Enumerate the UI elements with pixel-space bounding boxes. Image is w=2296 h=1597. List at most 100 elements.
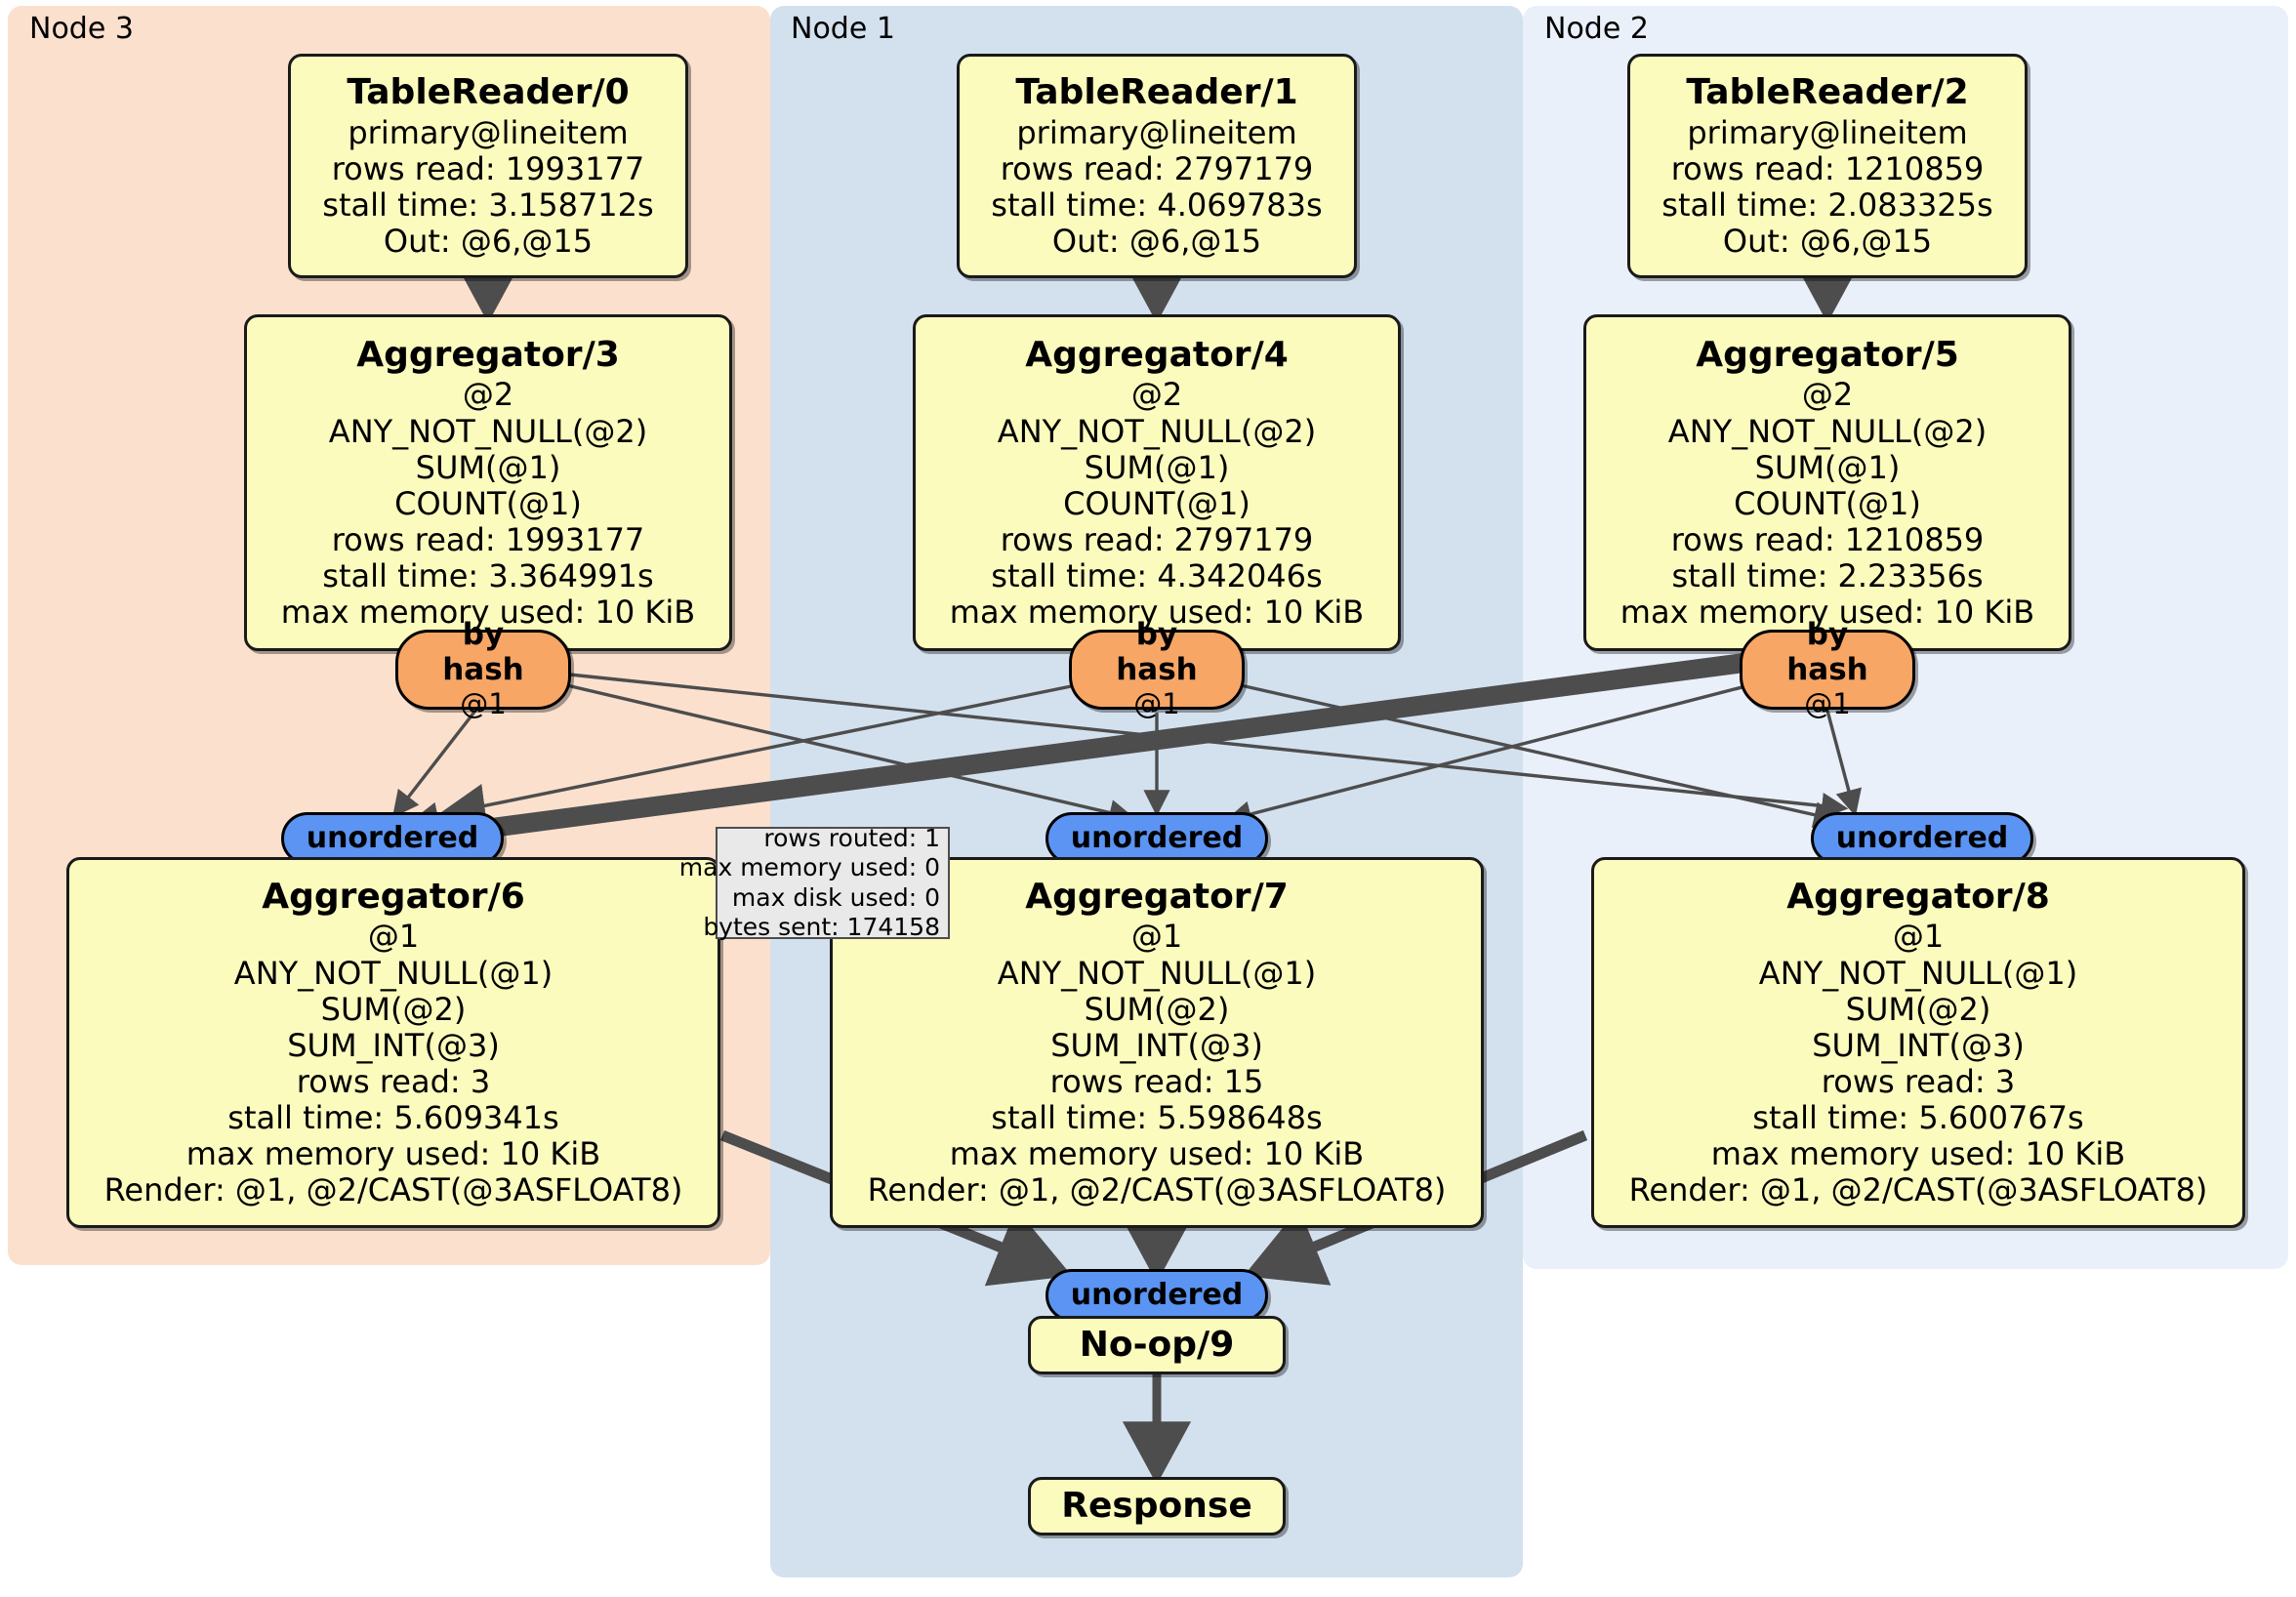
- sync-label: unordered: [1835, 820, 2009, 855]
- edge-hash4-sync8: [1231, 681, 1841, 829]
- node-line: @1: [1892, 918, 1945, 956]
- node-title: Aggregator/6: [262, 876, 525, 917]
- node-line: @2: [1130, 376, 1183, 414]
- node-line: max memory used: 10 KiB: [280, 594, 696, 632]
- cluster-node1-label: Node 1: [791, 12, 895, 46]
- router-title: by hash: [1116, 617, 1198, 688]
- node-noop-9[interactable]: No-op/9: [1028, 1316, 1286, 1374]
- node-line: primary@lineitem: [1687, 113, 1968, 151]
- node-aggregator-8[interactable]: Aggregator/8 @1 ANY_NOT_NULL(@1) SUM(@2)…: [1591, 857, 2245, 1228]
- node-aggregator-3[interactable]: Aggregator/3 @2 ANY_NOT_NULL(@2) SUM(@1)…: [244, 314, 732, 651]
- node-router-by-hash-4[interactable]: by hash @1: [1069, 617, 1245, 720]
- node-title: TableReader/2: [1686, 71, 1969, 112]
- node-line: Out: @6,@15: [1722, 222, 1933, 260]
- edge-hash5-sync7: [1224, 681, 1758, 828]
- router-sub: @1: [1133, 687, 1180, 721]
- noop-label: No-op/9: [1079, 1325, 1235, 1366]
- node-line: @2: [462, 376, 514, 414]
- node-line: stall time: 3.364991s: [322, 557, 654, 595]
- node-line: ANY_NOT_NULL(@1): [233, 954, 554, 992]
- node-line: stall time: 2.23356s: [1671, 557, 1984, 595]
- node-tablereader-1[interactable]: TableReader/1 primary@lineitem rows read…: [957, 54, 1357, 278]
- node-line: max memory used: 10 KiB: [949, 1135, 1365, 1173]
- response-label: Response: [1061, 1486, 1252, 1527]
- node-line: SUM_INT(@3): [287, 1026, 500, 1064]
- node-line: ANY_NOT_NULL(@2): [997, 412, 1317, 450]
- node-title: Aggregator/3: [356, 334, 620, 375]
- node-line: COUNT(@1): [1734, 484, 1921, 522]
- node-line: COUNT(@1): [394, 484, 582, 522]
- node-line: stall time: 4.342046s: [991, 557, 1323, 595]
- edge-hash5-sync8: [1825, 710, 1863, 817]
- node-synchronizer-unordered-7[interactable]: unordered: [1046, 812, 1268, 865]
- node-line: SUM(@2): [1845, 990, 1991, 1028]
- node-line: Render: @1, @2/CAST(@3ASFLOAT8): [867, 1171, 1447, 1209]
- router-title: by hash: [442, 617, 524, 688]
- edge-hash5-sync6-highlight: [402, 652, 1753, 874]
- stats-line: max memory used: 0: [678, 853, 940, 881]
- node-aggregator-6[interactable]: Aggregator/6 @1 ANY_NOT_NULL(@1) SUM(@2)…: [66, 857, 720, 1228]
- node-line: ANY_NOT_NULL(@1): [997, 954, 1317, 992]
- cluster-node3-label: Node 3: [29, 12, 134, 46]
- node-aggregator-4[interactable]: Aggregator/4 @2 ANY_NOT_NULL(@2) SUM(@1)…: [913, 314, 1401, 651]
- node-line: COUNT(@1): [1063, 484, 1250, 522]
- sync-label: unordered: [1070, 1277, 1244, 1312]
- node-line: rows read: 1993177: [331, 520, 645, 558]
- edge-stats-tooltip: rows routed: 1 max memory used: 0 max di…: [679, 823, 950, 941]
- node-line: Render: @1, @2/CAST(@3ASFLOAT8): [103, 1171, 683, 1209]
- node-line: stall time: 5.598648s: [991, 1098, 1323, 1136]
- node-router-by-hash-5[interactable]: by hash @1: [1740, 617, 1915, 720]
- node-line: rows read: 1210859: [1670, 149, 1985, 187]
- node-line: SUM(@1): [1754, 448, 1901, 486]
- node-tablereader-2[interactable]: TableReader/2 primary@lineitem rows read…: [1627, 54, 2028, 278]
- node-line: @2: [1801, 376, 1854, 414]
- node-line: stall time: 3.158712s: [322, 185, 654, 224]
- node-line: primary@lineitem: [1016, 113, 1297, 151]
- node-line: Out: @6,@15: [1051, 222, 1262, 260]
- node-line: stall time: 4.069783s: [991, 185, 1323, 224]
- stats-line: max disk used: 0: [731, 882, 940, 912]
- node-synchronizer-unordered-8[interactable]: unordered: [1811, 812, 2033, 865]
- node-line: SUM(@1): [1084, 448, 1230, 486]
- node-line: rows read: 1993177: [331, 149, 645, 187]
- node-aggregator-5[interactable]: Aggregator/5 @2 ANY_NOT_NULL(@2) SUM(@1)…: [1583, 314, 2071, 651]
- node-line: stall time: 2.083325s: [1661, 185, 1993, 224]
- node-line: rows read: 2797179: [1000, 149, 1314, 187]
- node-line: primary@lineitem: [348, 113, 629, 151]
- node-line: @1: [1130, 918, 1183, 956]
- node-line: SUM_INT(@3): [1812, 1026, 2025, 1064]
- node-line: max memory used: 10 KiB: [1620, 594, 2035, 632]
- node-line: ANY_NOT_NULL(@2): [1667, 412, 1988, 450]
- node-line: stall time: 5.609341s: [227, 1098, 559, 1136]
- node-title: Aggregator/7: [1025, 876, 1289, 917]
- node-line: stall time: 5.600767s: [1752, 1098, 2084, 1136]
- node-line: SUM_INT(@3): [1050, 1026, 1263, 1064]
- edge-hash3-sync7: [557, 681, 1136, 826]
- node-line: rows read: 3: [296, 1062, 491, 1100]
- router-sub: @1: [1804, 687, 1851, 721]
- sync-label: unordered: [1070, 820, 1244, 855]
- node-line: max memory used: 10 KiB: [185, 1135, 601, 1173]
- node-line: rows read: 15: [1049, 1062, 1264, 1100]
- stats-line: bytes sent: 174158: [703, 913, 940, 941]
- node-title: TableReader/1: [1015, 71, 1298, 112]
- node-line: ANY_NOT_NULL(@2): [328, 412, 648, 450]
- node-title: Aggregator/5: [1696, 334, 1959, 375]
- node-title: Aggregator/8: [1786, 876, 2050, 917]
- node-tablereader-0[interactable]: TableReader/0 primary@lineitem rows read…: [288, 54, 688, 278]
- sync-label: unordered: [306, 820, 479, 855]
- node-line: SUM(@1): [415, 448, 561, 486]
- node-line: rows read: 2797179: [1000, 520, 1314, 558]
- router-sub: @1: [460, 687, 507, 721]
- node-line: rows read: 3: [1821, 1062, 2016, 1100]
- cluster-node2-label: Node 2: [1544, 12, 1649, 46]
- node-synchronizer-unordered-final[interactable]: unordered: [1046, 1269, 1268, 1322]
- node-line: max memory used: 10 KiB: [1710, 1135, 2126, 1173]
- stats-line: rows routed: 1: [763, 823, 940, 852]
- node-line: rows read: 1210859: [1670, 520, 1985, 558]
- node-line: Out: @6,@15: [383, 222, 594, 260]
- node-line: ANY_NOT_NULL(@1): [1758, 954, 2078, 992]
- node-response[interactable]: Response: [1028, 1477, 1286, 1536]
- node-router-by-hash-3[interactable]: by hash @1: [395, 617, 571, 720]
